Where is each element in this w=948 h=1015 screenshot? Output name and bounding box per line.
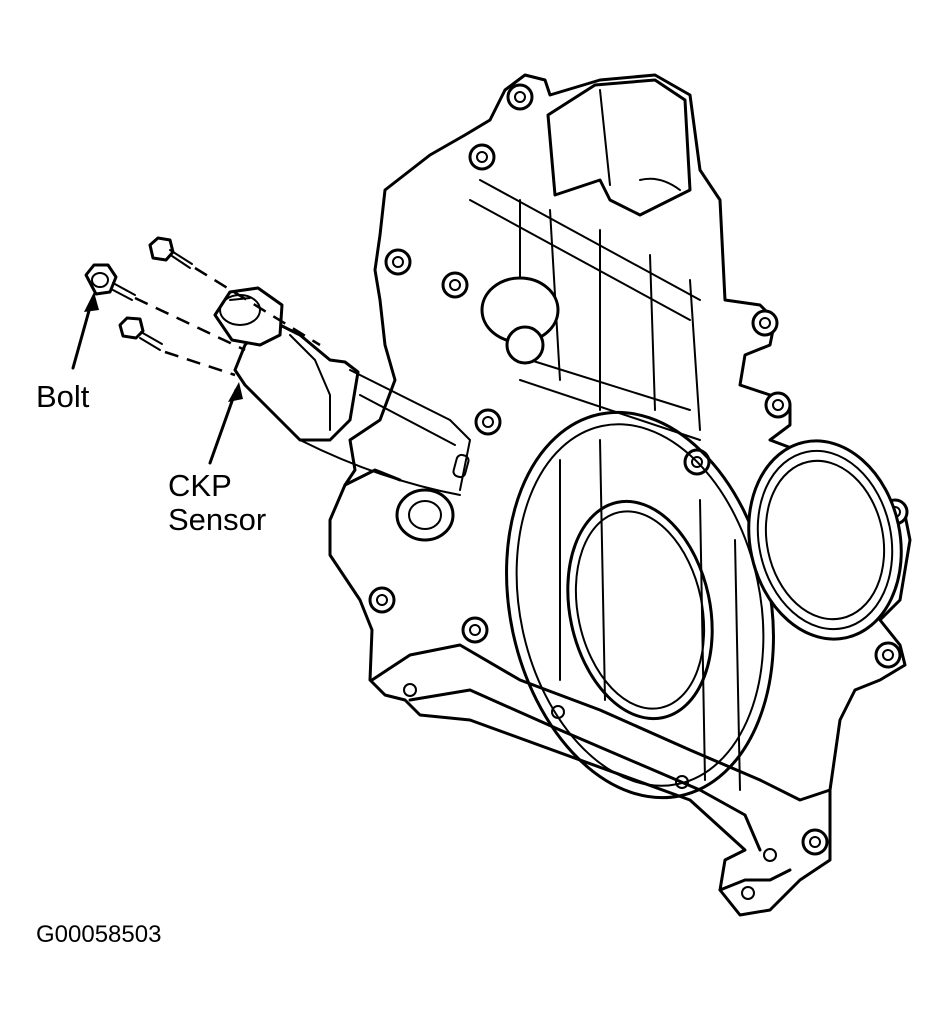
ckp-label-line2: Sensor [168, 502, 266, 537]
bolt-holes [368, 83, 909, 900]
ckp-leader-line [208, 388, 238, 465]
ckp-label-line1: CKP [168, 468, 232, 503]
ckp-arrowhead [228, 382, 243, 402]
bolt-label: Bolt [36, 379, 90, 414]
gasket-and-seals [505, 410, 903, 800]
figure-id: G00058503 [36, 921, 161, 948]
sensor-bolts [84, 236, 321, 377]
callout-arrows [71, 292, 243, 465]
bolt-arrowhead [84, 292, 99, 312]
ckp-sensor [213, 286, 471, 496]
